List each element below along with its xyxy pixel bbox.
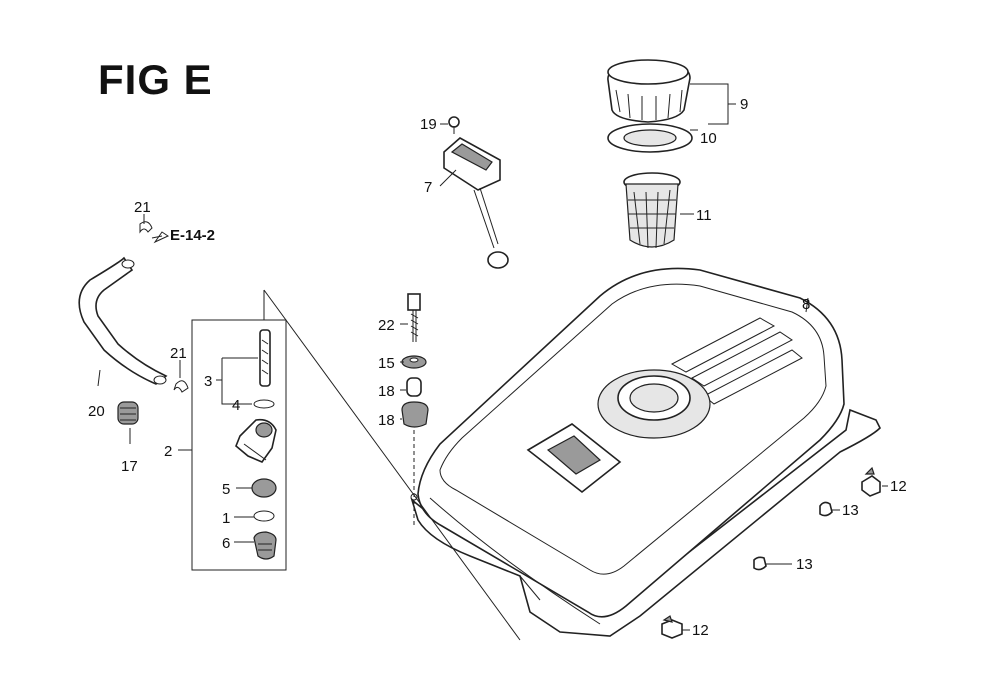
callout-6: 6 xyxy=(222,535,230,552)
callout-19: 19 xyxy=(420,116,437,133)
callout-18b: 18 xyxy=(378,412,395,429)
callout-21b: 21 xyxy=(170,345,187,362)
callout-labels: 9 10 11 8 19 7 22 15 18 18 3 4 2 5 1 6 2… xyxy=(88,96,907,639)
leader-lines xyxy=(97,83,888,631)
callout-7: 7 xyxy=(424,179,432,196)
fuel-cap xyxy=(607,59,693,153)
callout-8: 8 xyxy=(802,296,810,313)
callout-13b: 13 xyxy=(796,556,813,573)
callout-17: 17 xyxy=(121,458,138,475)
callout-13a: 13 xyxy=(842,502,859,519)
callout-1: 1 xyxy=(222,510,230,527)
callout-11: 11 xyxy=(696,207,712,224)
fuel-strainer xyxy=(623,172,681,249)
fuel-cock-assembly xyxy=(191,289,521,641)
callout-18a: 18 xyxy=(378,383,395,400)
callout-15: 15 xyxy=(378,355,395,372)
callout-2: 2 xyxy=(164,443,172,460)
callout-21a: 21 xyxy=(134,199,151,216)
small-fasteners xyxy=(661,466,881,639)
mounting-hardware xyxy=(401,293,429,525)
callout-20: 20 xyxy=(88,403,105,420)
callout-9: 9 xyxy=(740,96,748,113)
callout-12b: 12 xyxy=(692,622,709,639)
callout-5: 5 xyxy=(222,481,230,498)
figure-title: FIG E xyxy=(98,56,213,103)
callout-12a: 12 xyxy=(890,478,907,495)
fuel-gauge xyxy=(443,116,509,269)
callout-3: 3 xyxy=(204,373,212,390)
reference-label: E-14-2 xyxy=(170,227,215,244)
callout-22: 22 xyxy=(378,317,395,334)
callout-4: 4 xyxy=(232,397,240,414)
callout-10: 10 xyxy=(700,130,717,147)
fuel-line xyxy=(78,221,189,425)
fuel-tank xyxy=(410,267,881,637)
